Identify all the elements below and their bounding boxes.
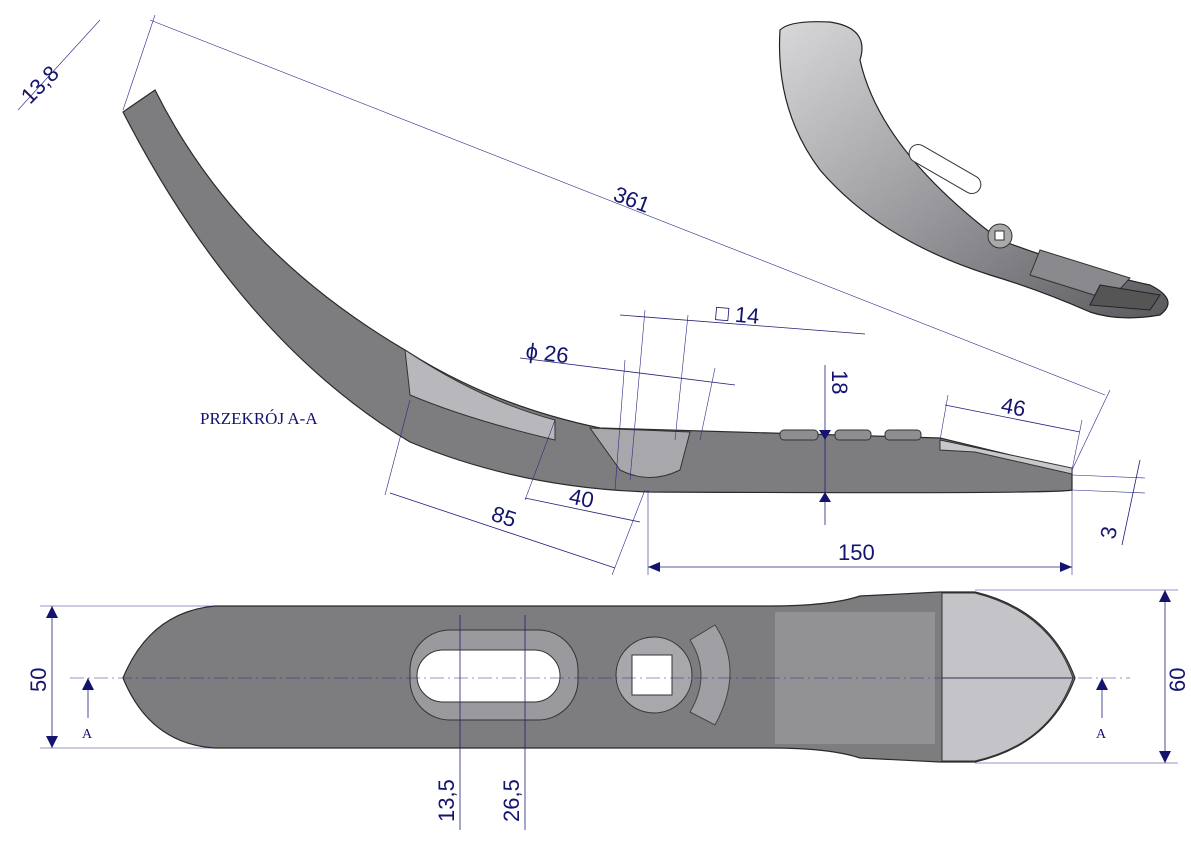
dimension-labels: 13,8 361 ϕ 26 □ 14 18 46 85 40 150 3 50 …	[16, 61, 1190, 822]
dim-slot-center: 13,5	[434, 779, 459, 822]
dim-flat-length: 150	[838, 540, 875, 565]
section-marker-right: A	[1096, 727, 1107, 742]
dim-width-rear: 50	[26, 668, 51, 692]
section-marker-left: A	[82, 727, 93, 742]
isometric-view	[778, 21, 1169, 319]
dim-thickness: 18	[827, 370, 852, 394]
dim-hardfacing-length: 46	[999, 392, 1028, 421]
dimension-lines	[17, 14, 1178, 830]
section-title: PRZEKRÓJ A-A	[200, 409, 318, 428]
dim-tip-thickness: 3	[1095, 524, 1122, 540]
section-view-a-a: PRZEKRÓJ A-A	[122, 89, 1073, 494]
plan-view	[70, 591, 1130, 763]
dim-hole-diameter: ϕ 26	[524, 338, 570, 368]
dim-width-front: 60	[1165, 668, 1190, 692]
dim-square-hole: □ 14	[715, 300, 761, 329]
dim-slot-spacing: 40	[567, 483, 596, 513]
dim-overall-length: 361	[610, 181, 653, 217]
dim-slot-width: 26,5	[499, 779, 524, 822]
